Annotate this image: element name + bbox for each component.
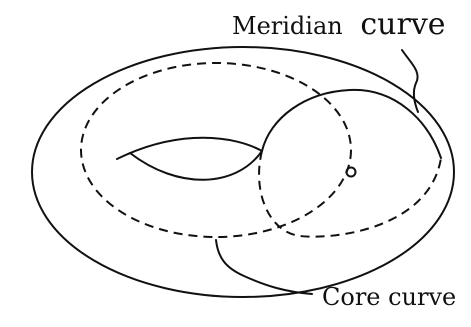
core-curve <box>80 62 352 238</box>
torus-hole-upper-arc <box>129 150 263 181</box>
core-curve-marker <box>345 166 357 178</box>
meridian-leader-line <box>401 49 419 113</box>
meridian-curve-label: Meridian curve <box>232 7 446 42</box>
meridian-curve-front <box>261 88 442 159</box>
meridian-label-word: Meridian <box>232 12 343 40</box>
core-leader-line <box>215 239 313 295</box>
meridian-label-curve: curve <box>360 7 445 42</box>
meridian-curve-back <box>258 150 442 238</box>
torus-outer-outline <box>31 46 455 298</box>
core-curve-label: Core curve <box>322 283 456 311</box>
torus-hole-lower-arc <box>116 136 263 160</box>
